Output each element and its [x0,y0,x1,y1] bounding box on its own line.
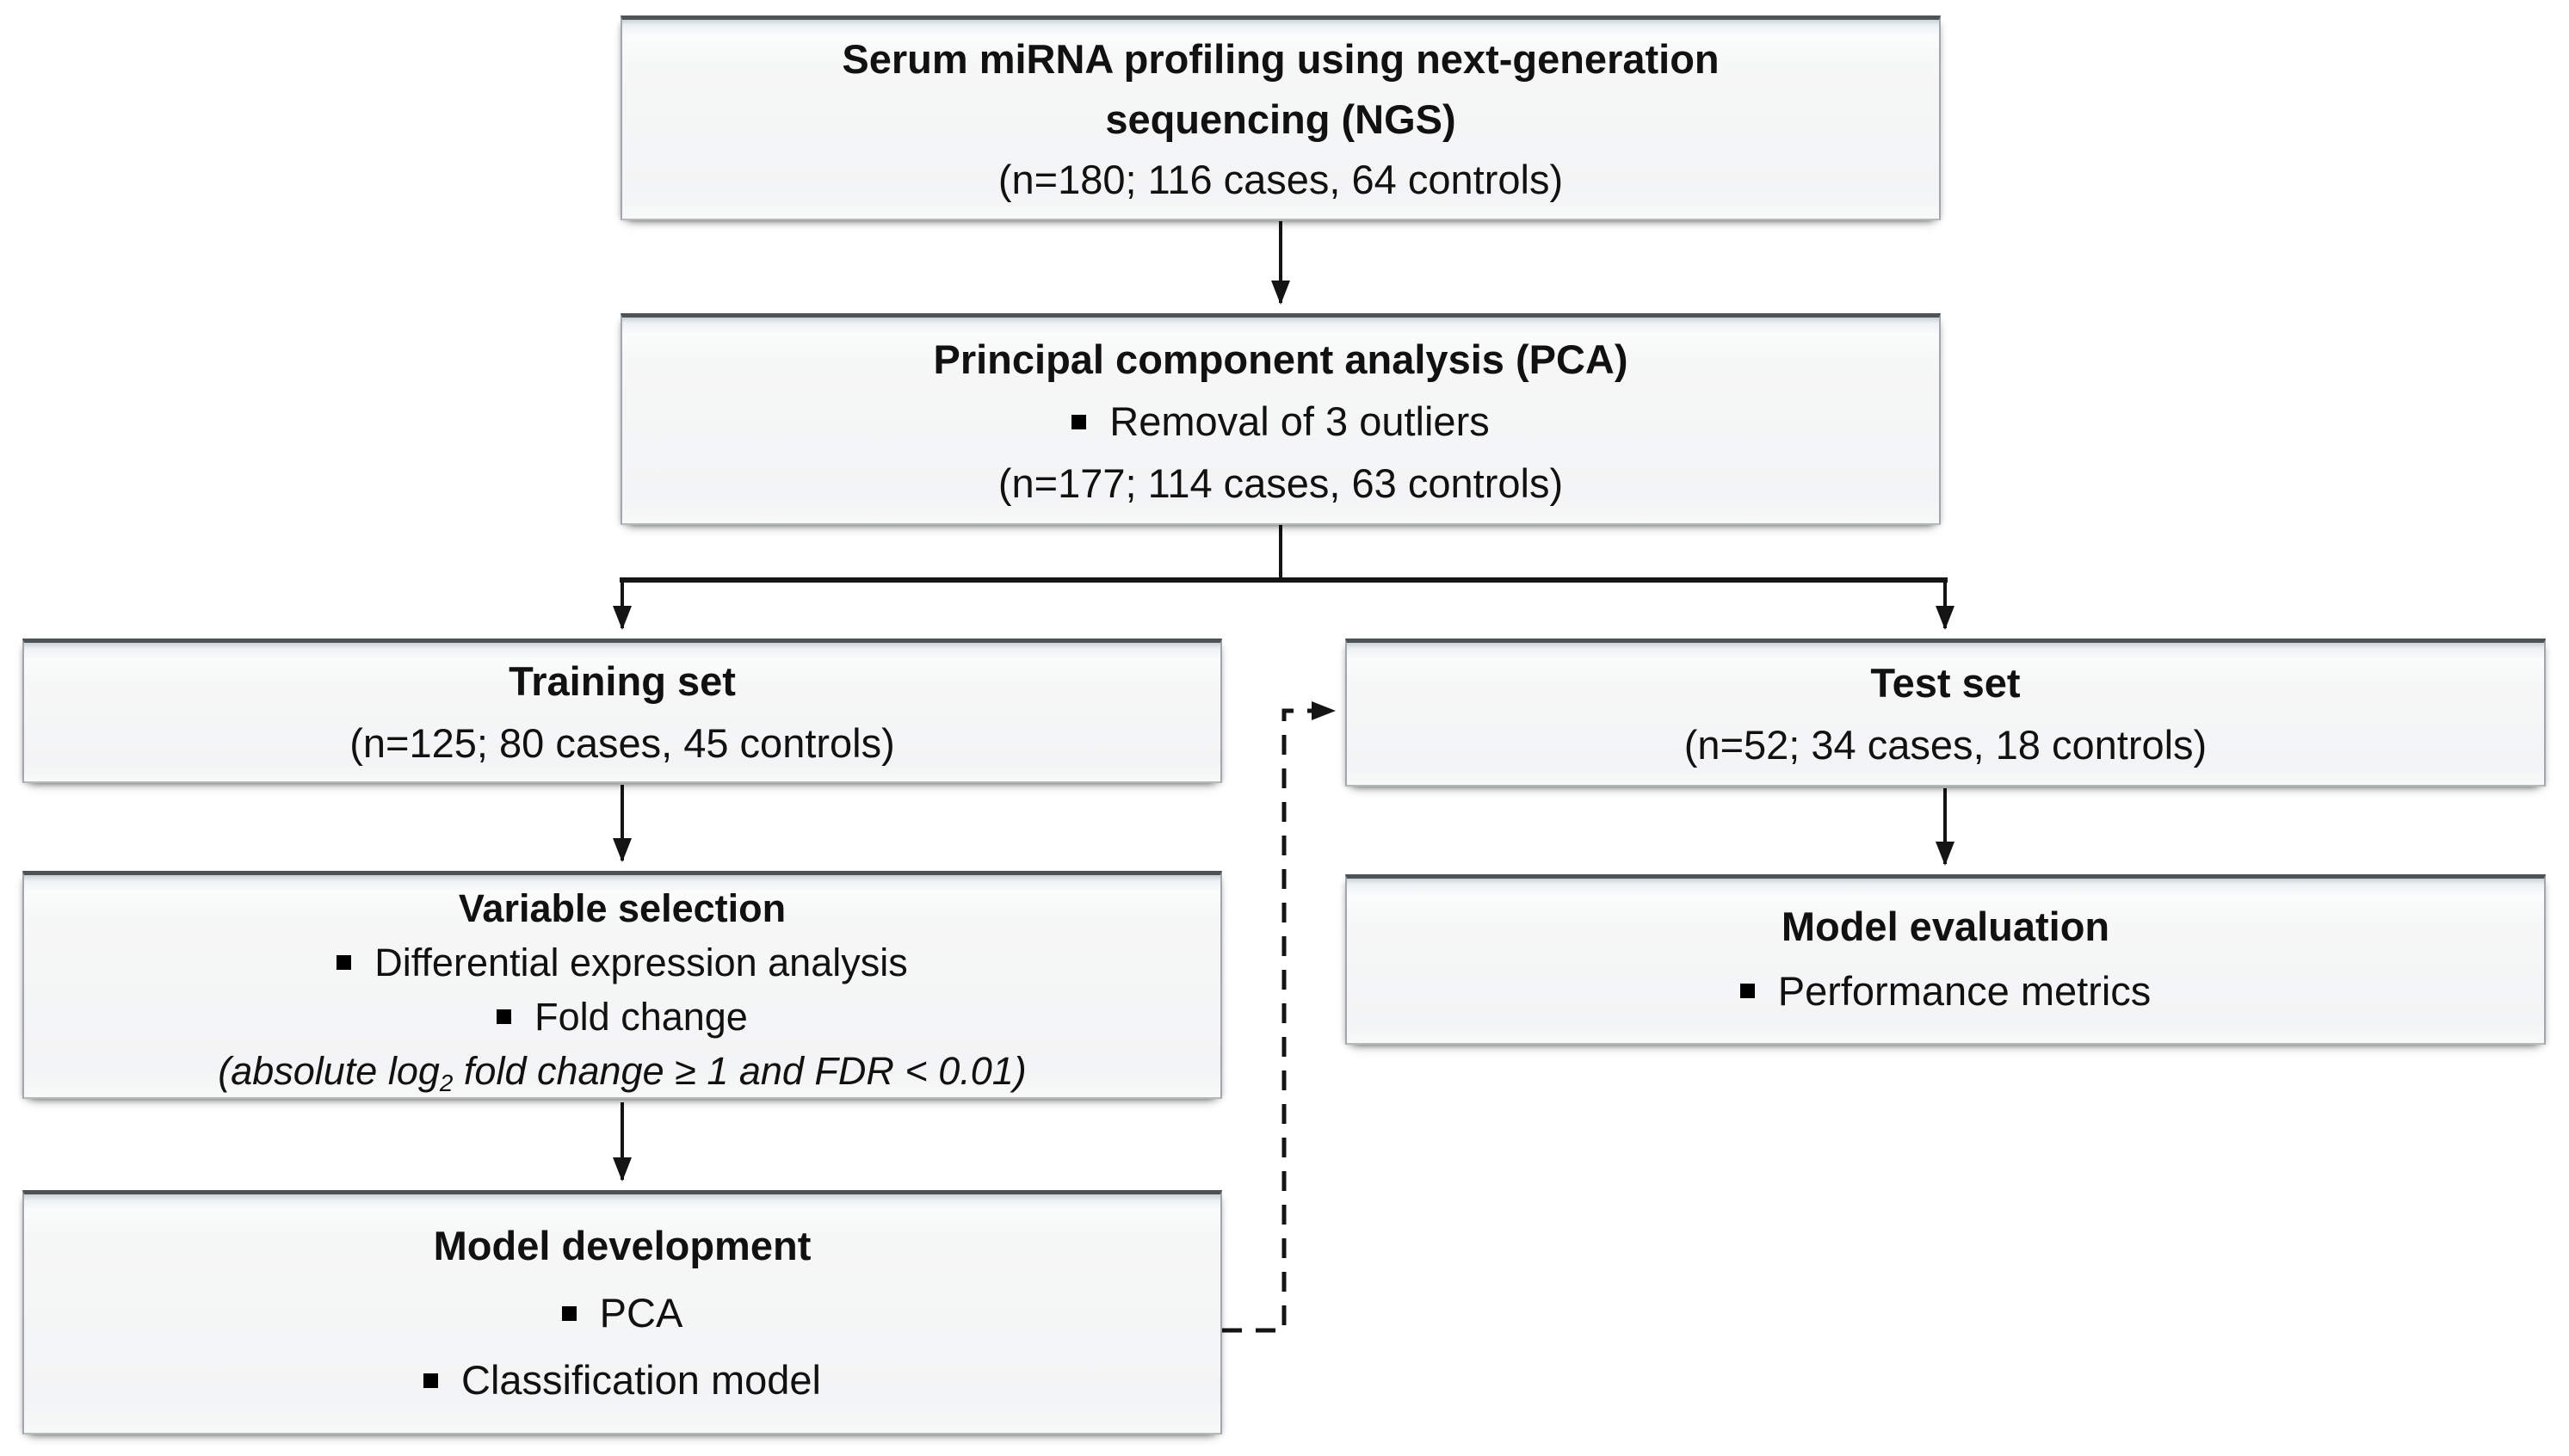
bullet-item: Differential expression analysis [24,935,1220,990]
box-title: Test set [1870,660,2021,706]
bullet-item: Classification model [24,1347,1220,1414]
box-training-set: Training set (n=125; 80 cases, 45 contro… [22,639,1222,783]
bullet-label: Fold change [534,995,748,1039]
bullet-item: Performance metrics [1347,959,2544,1023]
box-title: Principal component analysis (PCA) [933,336,1628,382]
box-title: Serum miRNA profiling using next-generat… [842,36,1720,142]
box-note: (n=177; 114 cases, 63 controls) [997,460,1564,506]
box-note: (n=125; 80 cases, 45 controls) [349,720,895,766]
selection-criteria: (absolute log2 fold change ≥ 1 and FDR <… [24,1044,1220,1110]
bullet-square-icon [1739,984,1755,998]
bullet-item: Removal of 3 outliers [622,391,1939,453]
box-note: (n=180; 116 cases, 64 controls) [997,157,1564,202]
box-title: Variable selection [458,886,787,930]
bullet-square-icon [1071,414,1087,429]
bullet-square-icon [423,1373,439,1388]
bullet-item: Fold change [24,990,1220,1044]
criteria-subscript: 2 [439,1069,454,1096]
box-title: Model development [433,1223,812,1268]
criteria-text: (absolute log [218,1049,440,1093]
bullet-label: Removal of 3 outliers [1109,398,1490,444]
bullet-label: Differential expression analysis [374,941,908,984]
box-variable-selection: Variable selection Differential expressi… [22,871,1222,1099]
bullet-item: PCA [24,1280,1220,1347]
box-pca: Principal component analysis (PCA) Remov… [621,313,1941,525]
bullet-label: Classification model [461,1357,821,1403]
box-model-development: Model development PCA Classification mod… [22,1190,1222,1434]
bullet-square-icon [337,955,352,970]
box-model-evaluation: Model evaluation Performance metrics [1345,874,2546,1045]
dashed-connector-modeldev-to-test [1222,701,1336,1333]
box-test-set: Test set (n=52; 34 cases, 18 controls) [1345,639,2546,787]
box-ngs-profiling: Serum miRNA profiling using next-generat… [621,15,1941,220]
criteria-text: fold change ≥ 1 and FDR < 0.01) [453,1049,1027,1093]
bullet-square-icon [497,1009,512,1024]
box-title: Training set [509,658,736,704]
box-note: (n=52; 34 cases, 18 controls) [1683,722,2208,768]
bullet-label: PCA [599,1290,683,1336]
bullet-square-icon [561,1305,577,1321]
bullet-label: Performance metrics [1777,968,2152,1014]
box-title: Model evaluation [1781,904,2110,949]
